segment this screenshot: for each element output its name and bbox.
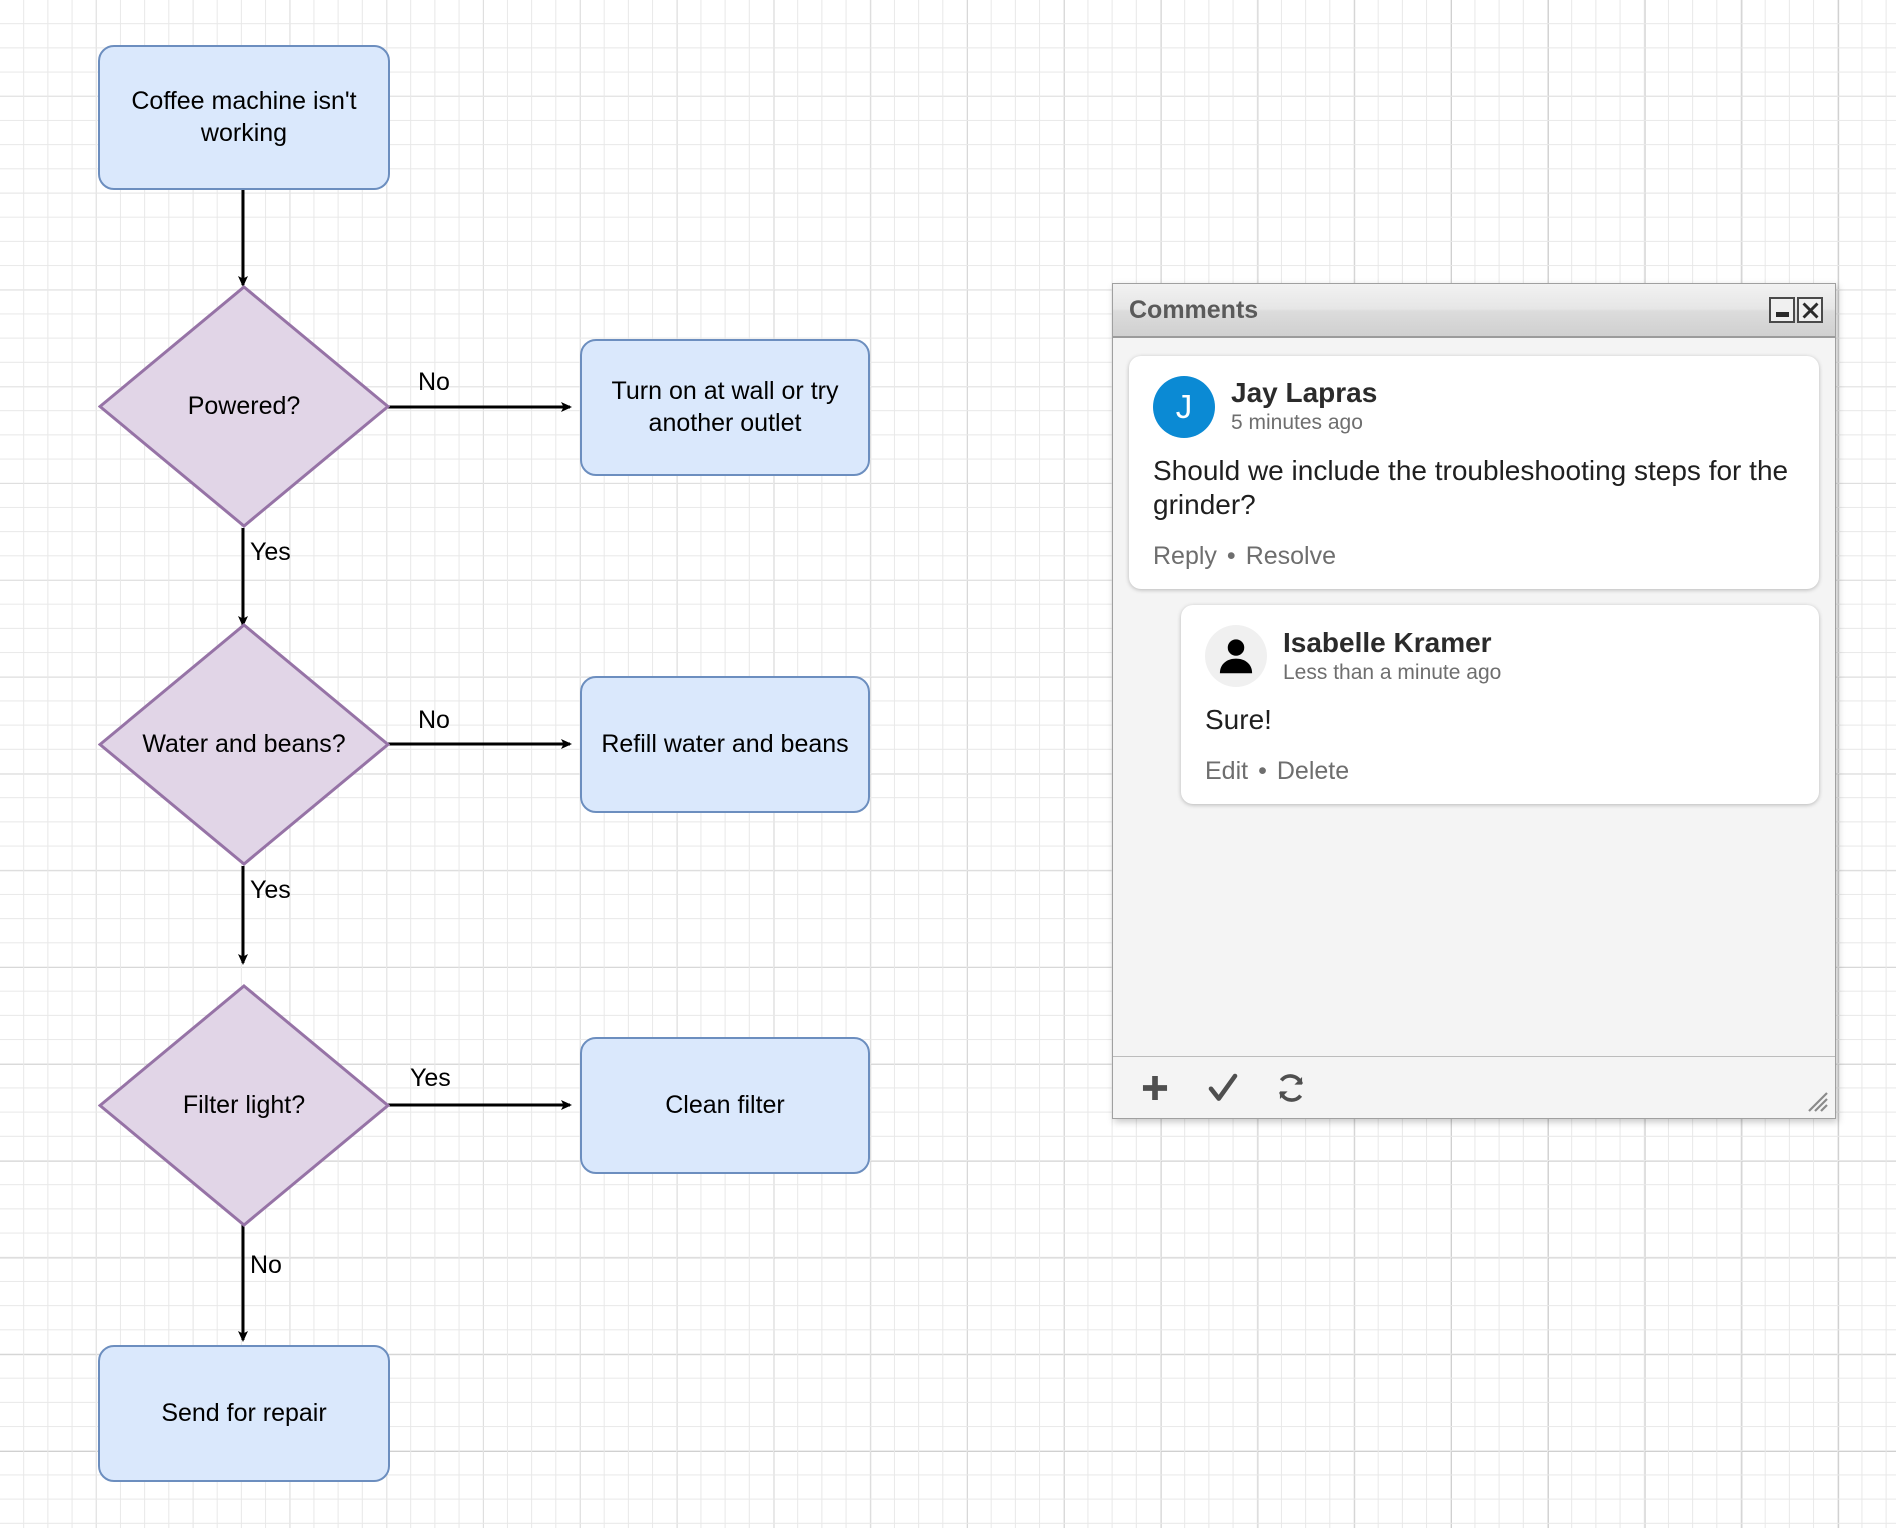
node-clean-filter[interactable]: Clean filter [580,1037,870,1174]
diamond-shape [98,623,390,866]
comment-actions: Reply • Resolve [1153,542,1795,571]
edge-label-water-no: No [418,706,450,734]
node-label: Refill water and beans [601,729,849,758]
action-separator: • [1226,542,1236,571]
delete-link[interactable]: Delete [1276,757,1350,786]
avatar-initial: J [1175,388,1193,425]
comments-window[interactable]: Comments J J [1112,283,1836,1119]
close-x-glyph [1802,302,1818,318]
minimize-bar [1775,311,1789,317]
node-label: Clean filter [665,1090,785,1119]
node-label: Water and beans? [142,729,346,758]
reply-link[interactable]: Reply [1153,542,1217,571]
node-water-beans[interactable]: Water and beans? [98,623,390,866]
comment-body: Should we include the troubleshooting st… [1153,455,1789,521]
node-start[interactable]: Coffee machine isn't working [98,45,390,190]
edge-label-powered-yes: Yes [250,538,291,566]
node-filter-light[interactable]: Filter light? [98,984,390,1227]
node-label: Powered? [187,391,301,420]
edge-label-filter-yes: Yes [410,1064,451,1092]
node-label: Filter light? [182,1090,306,1119]
plus-icon[interactable] [1135,1068,1175,1108]
comment-header: J Jay Lapras 5 minutes ago [1153,376,1795,438]
resolve-link[interactable]: Resolve [1245,542,1337,571]
checkmark-glyph [1208,1073,1238,1101]
window-controls [1769,297,1823,323]
action-separator: • [1258,757,1267,786]
close-icon[interactable] [1797,297,1823,323]
comments-list[interactable]: J Jay Lapras 5 minutes ago Should we inc… [1113,338,1835,1056]
comment-timestamp: Less than a minute ago [1283,660,1502,684]
node-label: Coffee machine isn't working [131,87,357,147]
refresh-glyph [1279,1073,1303,1102]
avatar: J [1153,376,1215,438]
avatar [1205,625,1267,688]
node-powered[interactable]: Powered? [98,285,390,528]
checkmark-icon[interactable] [1203,1068,1243,1108]
person-icon [1219,639,1253,674]
minimize-icon[interactable] [1769,297,1795,323]
comment-meta: Jay Lapras 5 minutes ago [1231,377,1377,436]
comment-header: Isabelle Kramer Less than a minute ago [1205,625,1795,688]
node-refill[interactable]: Refill water and beans [580,676,870,813]
resize-grip-icon [1808,1092,1828,1112]
comment-meta: Isabelle Kramer Less than a minute ago [1283,627,1501,686]
comment-body: Sure! [1205,704,1272,736]
diamond-shape [98,984,390,1227]
plus-glyph [1142,1075,1168,1100]
edge-label-powered-no: No [418,368,450,396]
comments-toolbar[interactable] [1113,1056,1835,1118]
resize-handle[interactable] [1807,1091,1829,1113]
comment-timestamp: 5 minutes ago [1231,411,1363,435]
comment-actions: Edit • Delete [1205,757,1795,786]
refresh-icon[interactable] [1271,1068,1311,1108]
comment-item[interactable]: J Jay Lapras 5 minutes ago Should we inc… [1129,356,1819,590]
node-label: Send for repair [161,1398,327,1427]
node-label: Turn on at wall or try another outlet [611,377,839,437]
comment-author: Isabelle Kramer [1283,626,1492,658]
edge-label-water-yes: Yes [250,876,291,904]
node-turn-on-outlet[interactable]: Turn on at wall or try another outlet [580,339,870,476]
diamond-shape [98,285,390,528]
edge-label-filter-no: No [250,1251,282,1279]
comment-author: Jay Lapras [1231,377,1378,409]
comments-titlebar[interactable]: Comments [1113,284,1835,338]
node-send-repair[interactable]: Send for repair [98,1345,390,1482]
edit-link[interactable]: Edit [1205,757,1249,786]
comments-title: Comments [1129,295,1259,324]
comment-item[interactable]: Isabelle Kramer Less than a minute ago S… [1181,605,1819,805]
